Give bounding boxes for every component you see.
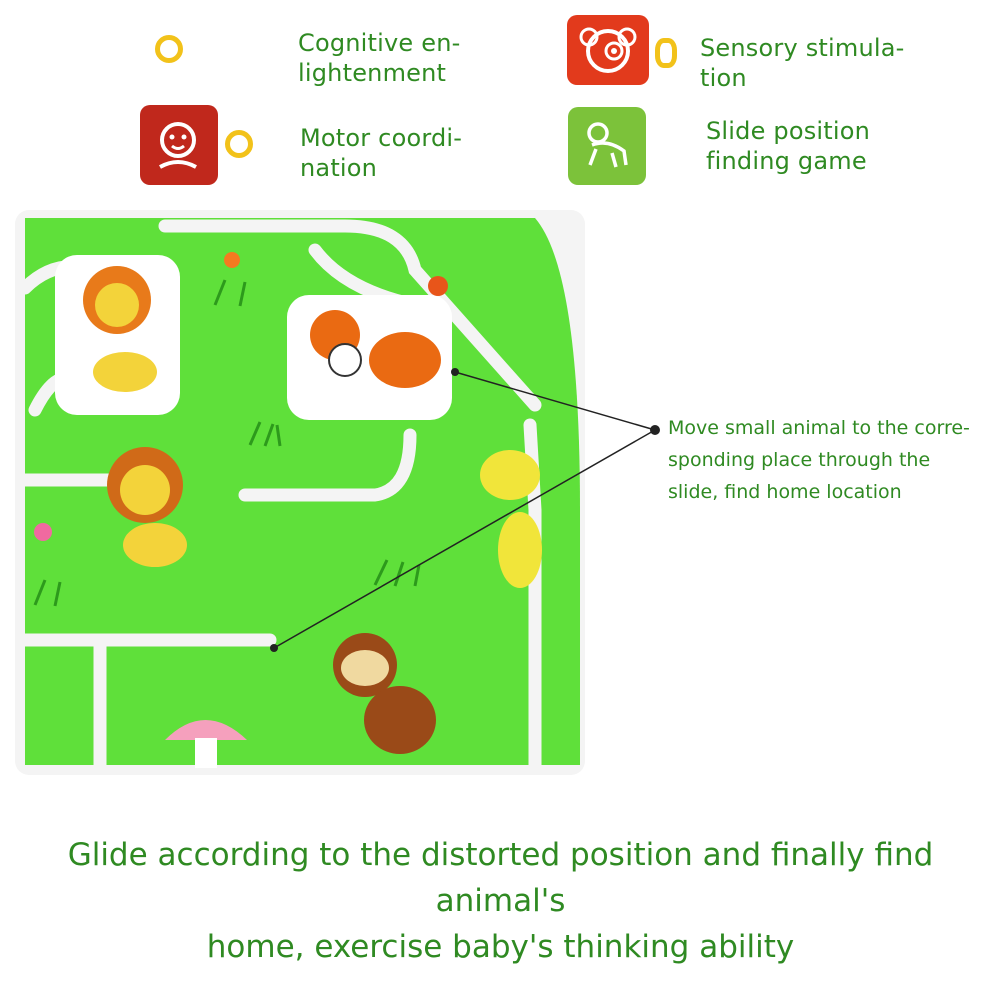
star-bubble-icon [155, 35, 183, 63]
feature-label-sensory: Sensory stimula- tion [700, 34, 905, 92]
feature-label-motor: Motor coordi- nation [300, 124, 463, 182]
maze-board-image [15, 210, 585, 775]
child-face-icon [140, 105, 218, 185]
crawling-baby-icon [568, 107, 646, 185]
star-bubble-icon [225, 130, 253, 158]
monkey-face-icon [567, 15, 649, 85]
feature-label-cognitive: Cognitive en- lightenment [298, 29, 461, 87]
feature-label-slide-game: Slide position finding game [706, 117, 871, 175]
bubble-icon [655, 38, 677, 68]
bottom-caption: Glide according to the distorted positio… [67, 837, 934, 965]
annotation-text: Move small animal to the corre- sponding… [668, 417, 970, 503]
